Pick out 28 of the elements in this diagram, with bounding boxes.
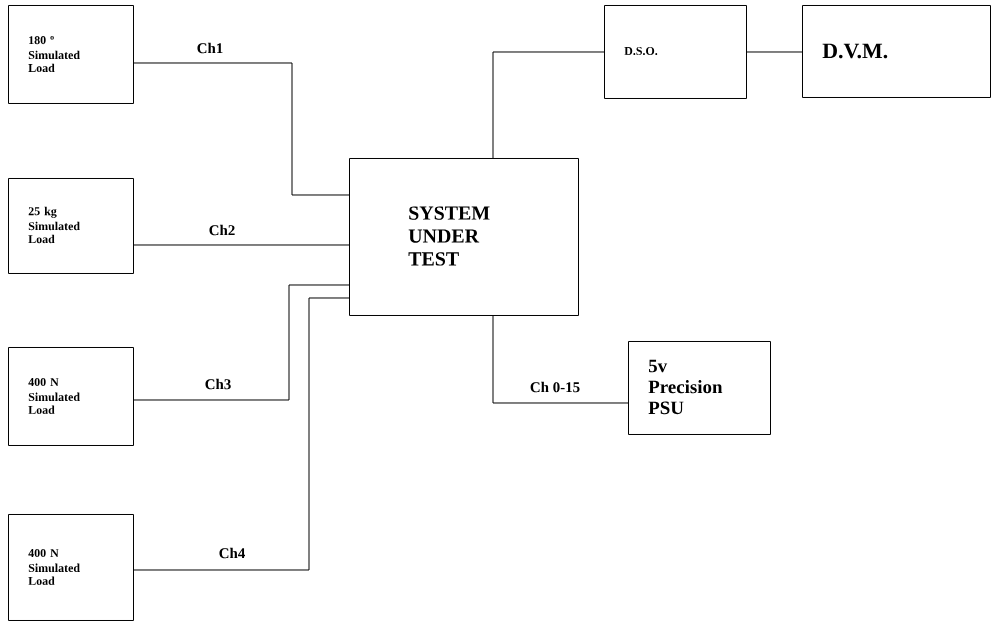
block-box (8, 347, 134, 446)
connector-line (133, 297, 350, 571)
block-label: 180 $^{o}$ Simulated Load (28, 35, 80, 73)
block-label: D.S.O. (624, 46, 658, 56)
edge-label: Ch 0-15 (528, 380, 582, 394)
connector-line (492, 51, 605, 159)
block-box (349, 158, 579, 316)
block-label: 25 kg Simulated Load (28, 206, 80, 244)
edge-label: Ch3 (203, 377, 233, 391)
connector-line (133, 244, 350, 246)
block-box (628, 341, 771, 435)
block-label: D.V.M. (822, 43, 888, 59)
edge-label: Ch1 (195, 41, 225, 55)
block-box (8, 178, 134, 274)
block-box (802, 5, 991, 98)
connector-line (492, 315, 629, 404)
block-label: 400 N Simulated Load (28, 378, 80, 414)
connector-line (746, 51, 803, 53)
block-box (604, 5, 747, 99)
block-label: 5v Precision PSU (648, 359, 723, 415)
edge-label: Ch2 (207, 223, 237, 237)
connector-line (133, 62, 350, 196)
block-box (8, 5, 134, 104)
block-box (8, 514, 134, 621)
edge-label: Ch4 (217, 546, 247, 560)
connector-line (133, 284, 350, 401)
block-label: SYSTEM UNDER TEST (408, 206, 490, 266)
block-label: 400 N Simulated Load (28, 549, 80, 585)
